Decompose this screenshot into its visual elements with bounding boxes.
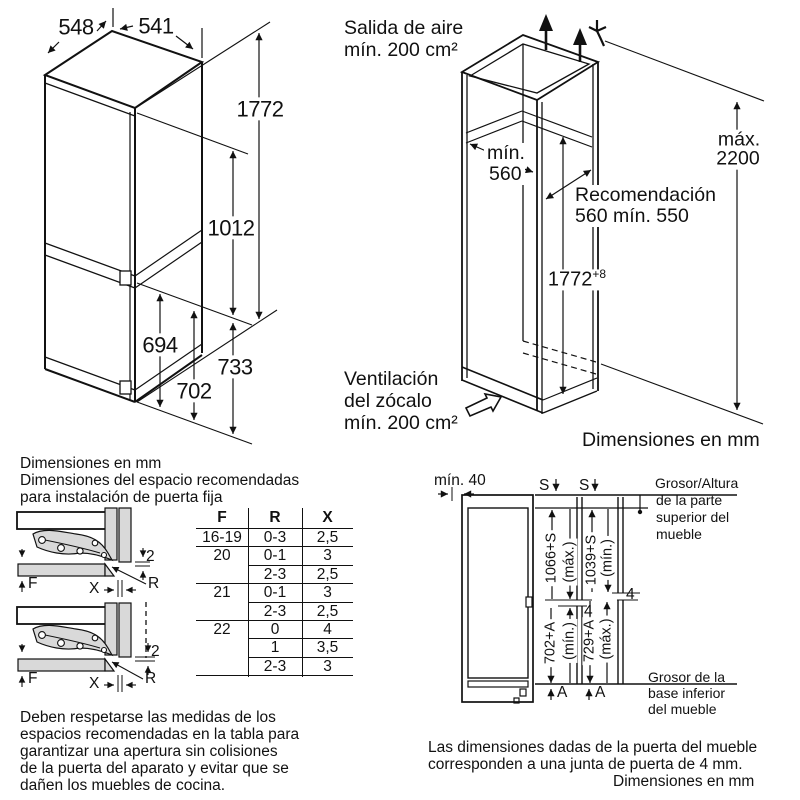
table-header-f: F — [196, 508, 248, 529]
dim-702: 702 — [173, 379, 215, 403]
base-panel-note-line2: base inferior — [648, 685, 726, 701]
gap4-label-1: 4 — [584, 603, 593, 620]
top-panel-note-line3: superior del — [656, 509, 730, 525]
door-caption-line1: Las dimensiones dadas de la puerta del m… — [428, 739, 758, 756]
door-caption-line2: corresponden a una junta de puerta de 4 … — [428, 756, 743, 773]
section-subtitle-line2: para instalación de puerta fija — [20, 489, 223, 506]
dim-upper-1012: 1012 — [204, 216, 258, 240]
hinge1-r-label: R — [148, 575, 160, 592]
min40-label: mín. 40 — [434, 472, 486, 489]
niche-width-reco-line1: Recomendación — [572, 185, 719, 206]
niche-min-depth-line1: mín. — [484, 143, 528, 164]
s-label-2: S — [579, 477, 590, 494]
dim-702A-label: 702+A — [542, 618, 559, 668]
note-line2: espacios recomendadas en la tabla para — [20, 726, 300, 743]
table-row: 2-3 2,5 — [196, 603, 353, 621]
niche-dimension-lines — [469, 40, 765, 425]
hinge-drawing-fixed-door — [16, 507, 150, 597]
hinge1-x-label: X — [89, 580, 100, 597]
plinth-vent-label-line3: mín. 200 cm² — [344, 412, 458, 434]
hinge-dimension-table: F R X 16-19 0-3 2,5 20 0-1 3 2-3 2,5 21 … — [196, 508, 353, 677]
note-line5: dañen los muebles de cocina. — [20, 777, 226, 794]
section-subtitle-line1: Dimensiones del espacio recomendadas — [20, 472, 300, 489]
dim-height-1772: 1772 — [233, 97, 287, 121]
table-row: 2-3 3 — [196, 658, 353, 677]
air-deflector-icon — [588, 20, 607, 47]
note-line1: Deben respetarse las medidas de los — [20, 709, 276, 726]
dim-702A-min-label: (mín.) — [561, 619, 578, 663]
table-row: 20 0-1 3 — [196, 547, 353, 566]
niche-height-label: 1772+8 — [544, 266, 610, 291]
a-label-2: A — [595, 684, 606, 701]
niche-max-height-line2: 2200 — [713, 149, 763, 170]
top-panel-note-line2: de la parte — [656, 492, 723, 508]
niche-min-depth-line2: 560 — [486, 164, 525, 185]
table-divider-f-r — [248, 508, 250, 677]
dim-729A-max-label: (máx.) — [598, 615, 615, 663]
niche-width-reco-line2: 560 mín. 550 — [572, 206, 692, 227]
hinge2-f-label: F — [28, 670, 38, 687]
table-row: 21 0-1 3 — [196, 584, 353, 603]
dim-1066S-max-label: (máx.) — [561, 538, 578, 586]
table-header-r: R — [248, 508, 302, 529]
note-line4: de la puerta del aparato y evitar que se — [20, 760, 289, 777]
base-panel-note-line3: del mueble — [648, 701, 717, 717]
units-note-top-right: Dimensiones en mm — [582, 429, 760, 451]
dim-733: 733 — [214, 355, 256, 379]
niche-isometric-drawing — [459, 14, 607, 414]
gap4-label-2: 4 — [626, 586, 635, 603]
table-row: 22 0 4 — [196, 621, 353, 640]
hinge1-gap-label: 2 — [146, 548, 155, 565]
hinge2-gap-label: 2 — [151, 643, 160, 660]
note-line3: garantizar una apertura sin colisiones — [20, 743, 278, 760]
plinth-vent-label-line1: Ventilación — [344, 368, 439, 390]
dim-694: 694 — [139, 333, 181, 357]
table-divider-r-x — [302, 508, 304, 677]
units-note-bottom-left: Dimensiones en mm — [20, 455, 162, 472]
table-row: 2-3 2,5 — [196, 566, 353, 585]
table-row: 1 3,5 — [196, 639, 353, 658]
units-note-bottom-right: Dimensiones en mm — [613, 773, 755, 790]
base-panel-note-line1: Grosor de la — [648, 669, 726, 685]
niche-height-value: 1772 — [547, 268, 593, 291]
niche-max-height-line1: máx. — [714, 130, 764, 151]
dim-1066S-label: 1066+S — [543, 529, 560, 587]
table-row: 16-19 0-3 2,5 — [196, 529, 353, 548]
hinge2-x-label: X — [89, 675, 100, 692]
hinge1-f-label: F — [28, 575, 38, 592]
air-flow-up-arrows — [539, 14, 587, 62]
fridge-isometric-drawing — [42, 29, 205, 403]
plinth-vent-label-line2: del zócalo — [344, 390, 432, 412]
s-label-1: S — [539, 477, 550, 494]
air-outlet-label-line1: Salida de aire — [344, 17, 464, 39]
hinge-drawing-variant — [16, 602, 155, 692]
niche-height-tolerance: +8 — [592, 266, 607, 281]
air-outlet-label-line2: mín. 200 cm² — [344, 39, 458, 61]
dim-width-541: 541 — [138, 13, 174, 39]
top-panel-note-line1: Grosor/Altura — [655, 475, 739, 491]
table-header-row: F R X — [196, 508, 353, 529]
hinge2-r-label: R — [145, 670, 157, 687]
dim-729A-label: 729+A — [581, 616, 598, 666]
plinth-vent-arrow — [464, 392, 503, 418]
dim-1039S-min-label: (mín.) — [599, 536, 616, 580]
top-panel-note-line4: mueble — [656, 526, 702, 542]
dim-1039S-label: 1039+S — [583, 531, 600, 589]
dim-depth-548: 548 — [58, 14, 94, 40]
a-label-1: A — [557, 684, 568, 701]
table-header-x: X — [302, 508, 353, 529]
